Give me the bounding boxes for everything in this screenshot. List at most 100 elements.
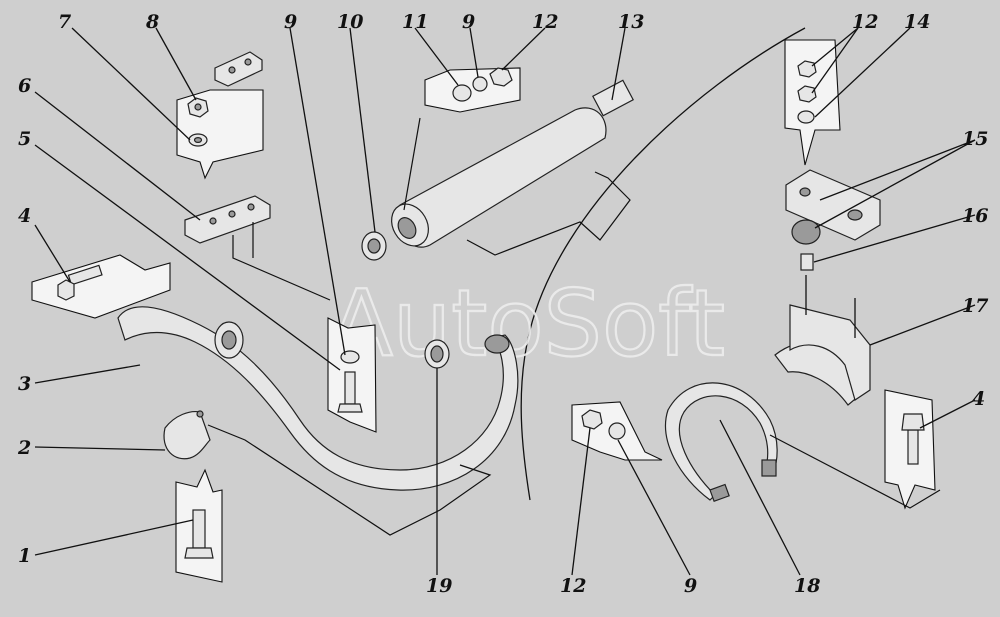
leader-18 [719, 419, 801, 576]
leader-12b-1 [811, 27, 859, 67]
assembly-bracket-plate [232, 222, 331, 301]
bolt-4-right-shank [907, 429, 919, 465]
bolt-5-head [337, 403, 363, 413]
label-2: 2 [17, 437, 31, 459]
leader-9b [469, 27, 479, 78]
clamp-plate-top-hole-1 [228, 66, 236, 74]
support-plate-hole-2 [847, 209, 863, 221]
assembly-bracket-bolt-right [769, 434, 941, 509]
label-16: 16 [962, 205, 988, 227]
label-5: 5 [18, 128, 31, 150]
assembly-bracket-nuts-top [403, 117, 421, 211]
leader-5 [34, 144, 341, 371]
leader-1 [34, 519, 194, 556]
leader-13 [611, 27, 626, 101]
label-7: 7 [58, 11, 71, 33]
leader-12a [501, 27, 546, 71]
label-12-bottom: 12 [560, 575, 586, 597]
leader-4a [34, 224, 71, 283]
mounting-plate-hole-3 [247, 203, 255, 211]
label-6: 6 [18, 75, 31, 97]
exhaust-pipe-outlet [484, 334, 510, 354]
exhaust-pipe-flange-hole [221, 330, 237, 350]
label-4-right: 4 [972, 388, 985, 410]
label-8: 8 [145, 11, 159, 33]
mounting-plate [184, 195, 271, 244]
label-10: 10 [337, 11, 363, 33]
mounting-plate-hole-2 [228, 210, 236, 218]
leader-4b [919, 399, 976, 429]
label-9-top: 9 [462, 11, 475, 33]
leader-16 [813, 214, 976, 263]
gasket-10-hole [367, 238, 381, 254]
bolt-1-head [184, 547, 214, 559]
spacer-16 [800, 253, 814, 271]
bolt-1-shank [192, 509, 206, 549]
leader-2 [34, 446, 166, 451]
rubber-bushing-15 [791, 219, 821, 245]
leader-9a [289, 27, 346, 356]
washer-14 [797, 110, 815, 124]
bolt-4-left-head [57, 279, 75, 301]
label-12-top: 12 [532, 11, 558, 33]
leader-12b-2 [811, 27, 859, 94]
label-15: 15 [962, 128, 988, 150]
clamp-plate-top [214, 51, 263, 87]
label-11: 11 [402, 11, 428, 33]
exhaust-pipe [117, 306, 519, 491]
muffler-strap-lug-1 [709, 483, 730, 503]
pipe-clamp-hole [196, 410, 204, 418]
callout-tag-bolt-4-left [31, 254, 171, 319]
label-19: 19 [426, 575, 452, 597]
muffler-strap [664, 382, 778, 501]
label-1: 1 [18, 545, 31, 567]
label-4-left: 4 [18, 205, 31, 227]
assembly-bracket-muffler [466, 171, 631, 256]
nut-12-top [489, 67, 513, 87]
leader-11 [414, 27, 459, 86]
assembly-bracket-pipe [207, 424, 492, 536]
label-9-top-left: 9 [284, 11, 297, 33]
washer-9-left [340, 350, 360, 364]
leader-15-1 [819, 139, 976, 201]
leader-6 [34, 91, 201, 221]
nut-8-bore [194, 103, 202, 111]
washer-9-top [472, 76, 488, 92]
nut-12-right-lower [797, 85, 817, 103]
watermark-text: AutoSoft [330, 270, 725, 377]
label-13: 13 [618, 11, 644, 33]
leader-14 [814, 27, 911, 118]
support-plate-hole-1 [799, 187, 811, 197]
bolt-5-shank [344, 371, 356, 405]
pipe-clamp-bracket [163, 410, 211, 460]
section-divider-arc [520, 27, 806, 501]
hose-clamp-19-inner [430, 345, 444, 363]
label-14: 14 [904, 11, 930, 33]
washer-9-bottom [608, 422, 626, 440]
leader-3 [34, 364, 141, 384]
washer-11 [452, 84, 472, 102]
leader-10 [349, 27, 376, 233]
bolt-4-left-shank [67, 264, 103, 286]
callout-tag-nuts-right [784, 39, 841, 166]
mounting-plate-hole-1 [209, 217, 217, 225]
leader-9c [617, 439, 691, 576]
leader-7 [71, 27, 191, 141]
leader-12c [571, 427, 591, 576]
muffler-support-bracket-body [789, 304, 871, 401]
label-9-bottom: 9 [684, 575, 697, 597]
bolt-4-right-head [901, 413, 925, 431]
muffler-strap-lug-2 [761, 459, 777, 477]
leader-17 [869, 304, 976, 346]
leader-8 [155, 27, 197, 101]
leader-15-2 [814, 139, 976, 229]
muffler-inlet [397, 217, 417, 239]
support-plate [785, 169, 881, 241]
nut-12-bottom [581, 409, 603, 430]
nut-12-right-upper [797, 60, 817, 78]
label-12-right: 12 [852, 11, 878, 33]
washer-7-hole [193, 137, 203, 144]
clamp-plate-top-hole-2 [244, 58, 252, 66]
